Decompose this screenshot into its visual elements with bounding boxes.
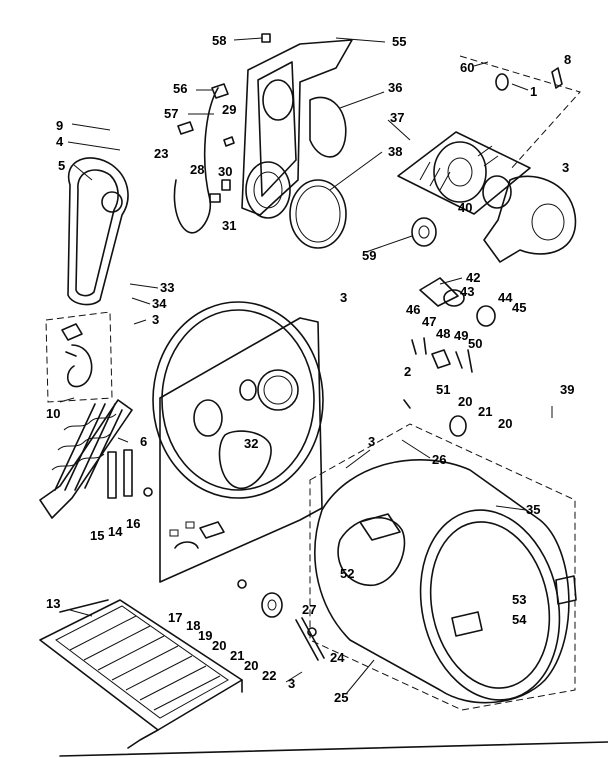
wire-harness [45,311,113,403]
callout-56: 56 [173,81,187,96]
motor-assembly [397,55,581,263]
callout-17: 17 [168,610,182,625]
callout-40: 40 [458,200,472,215]
callout-31: 31 [222,218,236,233]
callout-54: 54 [512,612,527,627]
callout-26: 26 [432,452,446,467]
callout-34: 34 [152,296,167,311]
callout-59: 59 [362,248,376,263]
callout-38: 38 [388,144,402,159]
callout-3-a: 3 [562,160,569,175]
callout-16: 16 [126,516,140,531]
callout-14: 14 [108,524,123,539]
callout-30: 30 [218,164,232,179]
callouts: 58 55 60 8 1 56 36 57 29 37 9 4 23 38 3 … [46,33,574,705]
callout-3-e: 3 [288,676,295,691]
callout-49: 49 [454,328,468,343]
callout-28: 28 [190,162,204,177]
callout-3-b: 3 [340,290,347,305]
callout-15: 15 [90,528,104,543]
callout-58: 58 [212,33,226,48]
callout-8: 8 [564,52,571,67]
callout-3-d: 3 [368,434,375,449]
callout-44: 44 [498,290,513,305]
drum-rollers [237,579,325,661]
callout-20-a: 20 [458,394,472,409]
callout-39: 39 [560,382,574,397]
heater-element [39,399,153,519]
callout-43: 43 [460,284,474,299]
callout-18: 18 [186,618,200,633]
callout-36: 36 [388,80,402,95]
callout-1: 1 [530,84,537,99]
base-line [59,741,608,757]
callout-20-d: 20 [244,658,258,673]
callout-42: 42 [466,270,480,285]
callout-48: 48 [436,326,450,341]
front-bulkhead [152,301,324,583]
callout-19: 19 [198,628,212,643]
callout-35: 35 [526,502,540,517]
callout-2: 2 [404,364,411,379]
callout-3-c: 3 [152,312,159,327]
leader-lines [59,37,553,695]
callout-57: 57 [164,106,178,121]
callout-37: 37 [390,110,404,125]
callout-60: 60 [460,60,474,75]
callout-25: 25 [334,690,348,705]
wiring-small-parts [173,33,271,234]
callout-21-a: 21 [478,404,492,419]
callout-5: 5 [58,158,65,173]
callout-9: 9 [56,118,63,133]
callout-45: 45 [512,300,526,315]
callout-29: 29 [222,102,236,117]
drive-belt [67,157,129,306]
callout-47: 47 [422,314,436,329]
door-switch-parts [403,337,473,437]
blower-seal [289,179,347,249]
callout-27: 27 [302,602,316,617]
callout-6: 6 [140,434,147,449]
callout-46: 46 [406,302,420,317]
callout-20-b: 20 [498,416,512,431]
callout-33: 33 [160,280,174,295]
callout-24: 24 [330,650,345,665]
callout-10: 10 [46,406,60,421]
callout-21-b: 21 [230,648,244,663]
callout-55: 55 [392,34,406,49]
drum [309,423,577,711]
callout-20-c: 20 [212,638,226,653]
blower-seal-inner [295,185,341,243]
callout-23: 23 [154,146,168,161]
rear-duct [241,39,353,219]
callout-22: 22 [262,668,276,683]
idler-pulley [419,277,496,327]
callout-32: 32 [244,436,258,451]
callout-51: 51 [436,382,450,397]
callout-53: 53 [512,592,526,607]
callout-13: 13 [46,596,60,611]
callout-4: 4 [56,134,64,149]
callout-50: 50 [468,336,482,351]
lint-tray [39,599,243,749]
callout-52: 52 [340,566,354,581]
